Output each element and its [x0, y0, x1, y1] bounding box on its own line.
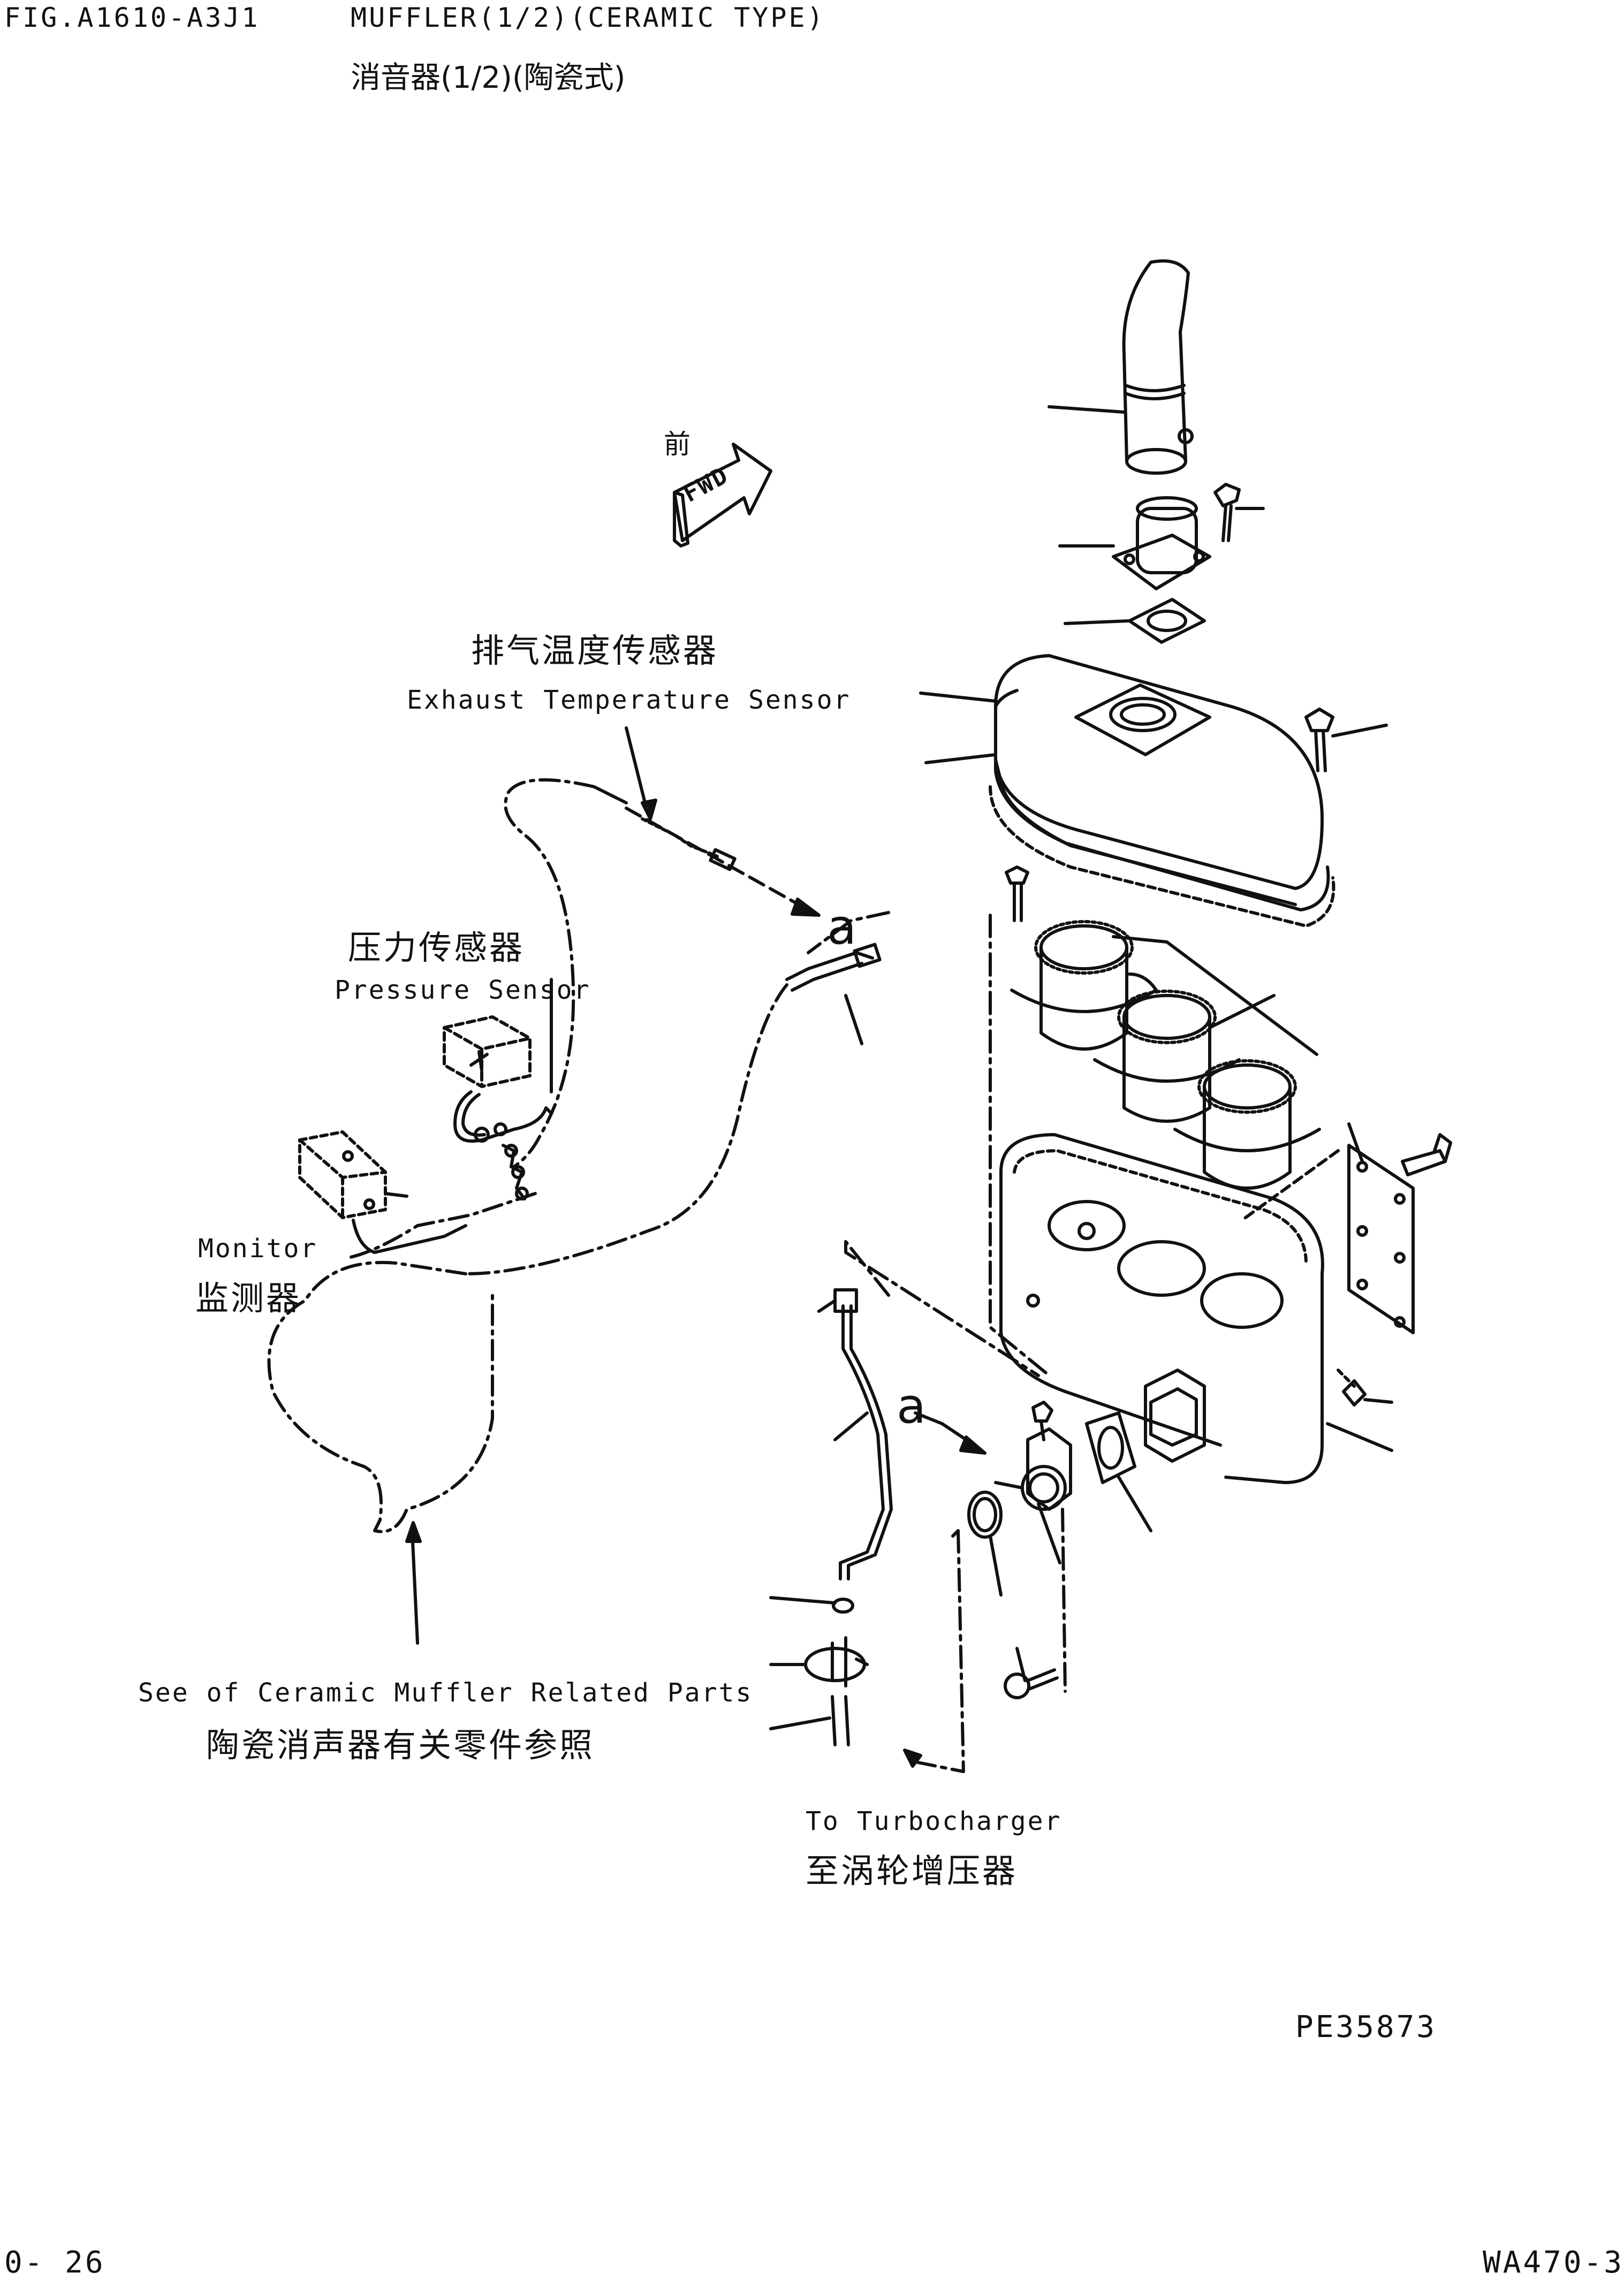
pressure-sensor-label-cn: 压力传感器: [348, 928, 525, 967]
monitor-unit: [298, 1130, 467, 1254]
bolt-cover: [1304, 708, 1388, 772]
callout-a-top: a: [827, 899, 857, 955]
model-code: WA470-3: [1483, 2245, 1624, 2280]
bolt-catalyst: [1005, 865, 1029, 922]
turbo-leader: [903, 1749, 922, 1768]
flange-gasket: [1085, 1411, 1152, 1532]
sensor-cables: [267, 778, 788, 1533]
side-plate: [1240, 1122, 1452, 1407]
seal-ring: [967, 1491, 1003, 1597]
page-number: 0- 26: [4, 2245, 105, 2280]
gasket-top: [1064, 598, 1206, 644]
outlet-flange: [994, 1427, 1072, 1564]
monitor-label-en: Monitor: [198, 1234, 318, 1264]
bolt-lower: [1004, 1647, 1059, 1699]
tail-pipe: [1048, 259, 1194, 475]
ceramic-elements: [1010, 920, 1321, 1190]
exhaust-sensor: [593, 726, 882, 1045]
figure-title-cn: 消音器(1/2)(陶瓷式): [351, 60, 626, 95]
pressure-sensor-label-en: Pressure Sensor: [335, 975, 591, 1005]
drawing-code: PE35873: [1295, 2010, 1437, 2045]
assembly-lines: [807, 911, 1067, 1773]
turbo-label-en: To Turbocharger: [806, 1806, 1062, 1836]
front-label: 前: [664, 429, 690, 460]
monitor-label-cn: 监测器: [195, 1279, 302, 1318]
exhaust-sensor-label-cn: 排气温度传感器: [471, 631, 719, 670]
bolt-top: [1213, 483, 1265, 542]
tube-fittings: [769, 1596, 869, 1746]
fwd-arrow-icon: [673, 443, 772, 548]
muffler-body: [999, 1133, 1393, 1484]
adapter-flange: [1058, 496, 1211, 590]
exhaust-sensor-label-en: Exhaust Temperature Sensor: [407, 685, 851, 715]
related-parts-label-en: See of Ceramic Muffler Related Parts: [138, 1678, 753, 1708]
callout-a-bottom: a: [897, 1378, 927, 1434]
bolt-outlet: [1031, 1401, 1053, 1441]
figure-title-en: MUFFLER(1/2)(CERAMIC TYPE): [351, 2, 825, 33]
figure-number: FIG.A1610-A3J1: [4, 2, 260, 33]
muffler-top-cover: [919, 654, 1335, 928]
related-parts-label-cn: 陶瓷消声器有关零件参照: [206, 1726, 595, 1765]
related-parts-leader: [405, 1521, 422, 1645]
callout-arrows: [625, 807, 986, 1455]
pressure-tube: [817, 1288, 893, 1580]
turbo-label-cn: 至涡轮增压器: [806, 1851, 1018, 1890]
pressure-sensor: [443, 978, 553, 1200]
